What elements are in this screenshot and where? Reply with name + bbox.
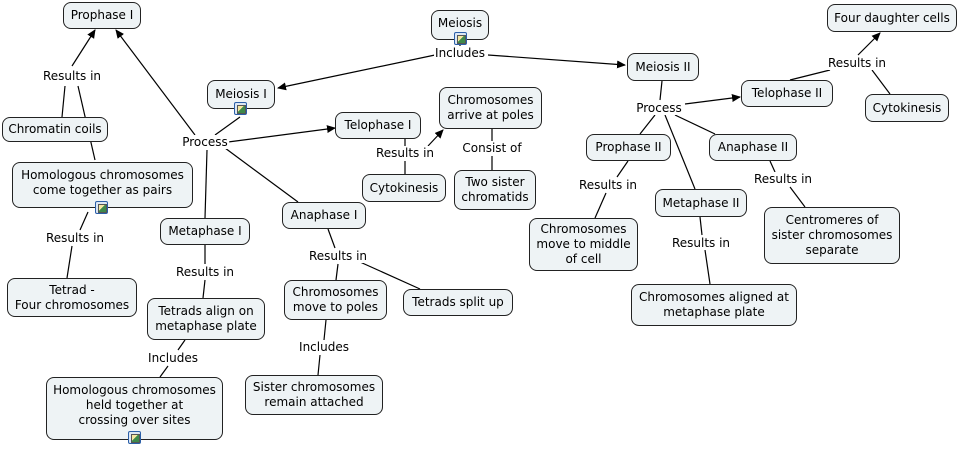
link-label: Process [181,135,229,149]
node-meiosis-i[interactable]: Meiosis I [207,80,275,109]
node-metaphase-i[interactable]: Metaphase I [160,218,250,245]
node-homologous-held-together[interactable]: Homologous chromosomes held together at … [46,377,223,440]
link-label: Results in [44,231,106,245]
link-label: Results in [374,146,436,160]
node-chromosomes-aligned[interactable]: Chromosomes aligned at metaphase plate [631,284,797,326]
link-label: Consist of [461,141,523,155]
link-label: Includes [434,46,486,60]
node-tetrads-split-up[interactable]: Tetrads split up [403,289,513,316]
image-resource-icon[interactable] [128,431,141,444]
node-meiosis-ii[interactable]: Meiosis II [627,53,699,81]
node-chromosomes-arrive-at-poles[interactable]: Chromosomes arrive at poles [439,87,542,129]
node-centromeres-separate[interactable]: Centromeres of sister chromosomes separa… [764,207,900,264]
node-metaphase-ii[interactable]: Metaphase II [655,189,747,217]
image-resource-icon[interactable] [234,102,247,115]
link-label: Results in [41,69,103,83]
link-label: Includes [147,351,199,365]
image-resource-icon[interactable] [454,32,467,45]
node-tetrad[interactable]: Tetrad - Four chromosomes [7,278,137,317]
node-chromosomes-move-to-poles[interactable]: Chromosomes move to poles [284,280,387,320]
link-label: Includes [298,340,350,354]
node-telophase-i[interactable]: Telophase I [335,112,421,139]
link-label: Results in [670,236,732,250]
node-telophase-ii[interactable]: Telophase II [741,80,833,107]
node-cytokinesis-ii[interactable]: Cytokinesis [865,94,949,122]
node-anaphase-ii[interactable]: Anaphase II [709,134,797,161]
link-label: Results in [174,265,236,279]
node-chromosomes-move-to-middle[interactable]: Chromosomes move to middle of cell [529,218,638,271]
node-two-sister-chromatids[interactable]: Two sister chromatids [454,170,536,210]
link-label: Results in [752,172,814,186]
node-prophase-i[interactable]: Prophase I [63,2,141,29]
image-resource-icon[interactable] [95,201,108,214]
node-tetrads-align[interactable]: Tetrads align on metaphase plate [147,298,265,340]
node-chromatin-coils[interactable]: Chromatin coils [2,117,108,142]
link-label: Results in [577,178,639,192]
node-prophase-ii[interactable]: Prophase II [586,134,671,161]
node-cytokinesis-i[interactable]: Cytokinesis [362,174,446,202]
node-sister-chromosomes-attached[interactable]: Sister chromosomes remain attached [245,375,383,415]
node-homologous-pairs[interactable]: Homologous chromosomes come together as … [12,162,193,208]
link-label: Process [635,101,683,115]
link-label: Results in [307,249,369,263]
node-four-daughter-cells[interactable]: Four daughter cells [827,4,957,32]
node-anaphase-i[interactable]: Anaphase I [282,202,366,229]
link-label: Results in [826,56,888,70]
